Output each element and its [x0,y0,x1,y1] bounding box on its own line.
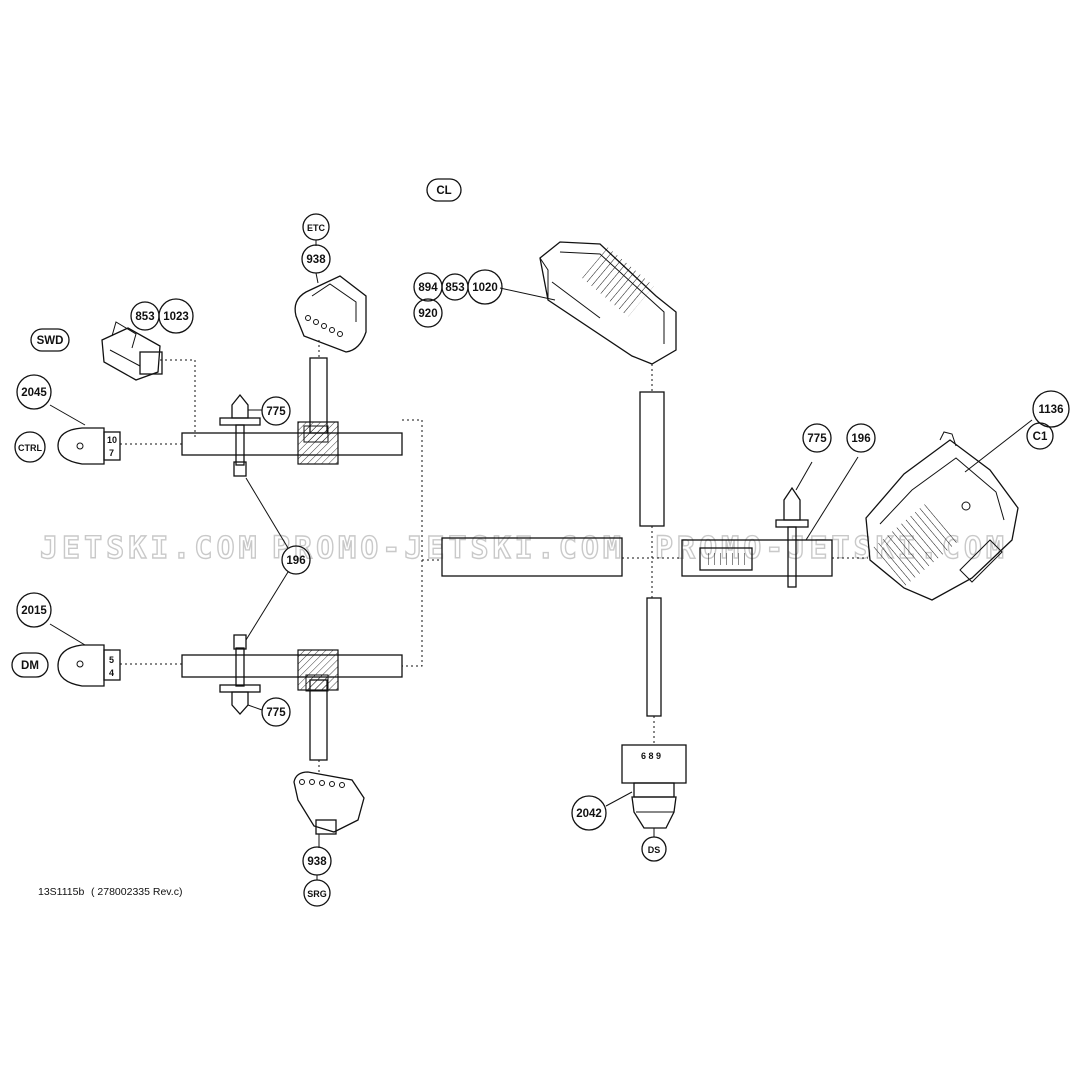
callout-ctrl: CTRL [18,443,42,453]
trunk-up-tube [639,391,665,527]
callout-775-bottom: 775 [266,707,286,719]
callout-1136: 1136 [1039,404,1064,416]
cable-tie-775-upper [219,393,262,477]
callout-2015: 2015 [21,605,47,617]
ds-pins: 6 8 9 [641,751,661,761]
callout-1023: 1023 [163,311,189,323]
barcode-label [699,547,753,571]
callout-swd: SWD [37,335,64,347]
callout-920: 920 [418,308,437,320]
callout-2042: 2042 [576,808,602,820]
watermark-mid: PROMO-JETSKI.COM [272,531,625,566]
callout-etc: ETC [307,223,326,233]
callout-853-left: 853 [135,311,154,323]
dm-connector: 5 4 [57,644,121,687]
srg-tube [309,679,328,761]
dm-pin-b: 4 [109,668,114,678]
watermark: JETSKI.COM PROMO-JETSKI.COM PROMO-JETSKI… [39,530,1004,566]
ctrl-pin-a: 10 [107,435,117,445]
callout-cl-oval [426,178,462,202]
callouts: CL ETC 938 SWD 853 1023 2045 CTRL 775 19… [11,178,1070,907]
callout-dm: DM [21,660,39,672]
ctrl-connector: 10 7 [57,427,121,465]
part-reference: ( 278002335 Rev.c) [91,886,182,898]
callout-938-bottom: 938 [307,856,327,868]
callout-c1: C1 [1033,431,1048,443]
c1-connector [865,431,1019,601]
callout-853-right: 853 [445,282,464,294]
callout-ds: DS [648,845,661,855]
trunk-down-tube [646,597,662,717]
main-harness: 6 8 9 [441,241,1033,829]
callout-775-top: 775 [266,406,286,418]
lower-branch-tube [181,654,403,678]
callout-1020: 1020 [472,282,498,294]
main-trunk-left [441,537,623,577]
left-harness: 10 7 5 4 [49,275,442,848]
callout-775-right: 775 [807,433,827,445]
callout-2045: 2045 [21,387,47,399]
swd-connector [101,321,163,381]
drawing-id: 13S1115b [38,886,84,898]
watermark-left: JETSKI.COM [40,531,261,566]
footer: 13S1115b ( 278002335 Rev.c) [38,886,182,898]
cl-connector [539,241,677,365]
upper-branch-tube [181,432,403,456]
dm-pin-a: 5 [109,655,114,665]
ctrl-pin-b: 7 [109,448,114,458]
callout-196-mid: 196 [286,555,305,567]
cable-tie-775-lower [219,634,263,715]
ds-connector: 6 8 9 [621,744,687,829]
callout-cl: CL [436,185,451,197]
callout-srg: SRG [307,889,327,899]
callout-894: 894 [418,282,438,294]
callout-196-right: 196 [851,433,870,445]
cable-tie-775-right [775,461,813,588]
callout-938-top: 938 [306,254,326,266]
etc-connector [294,275,367,353]
srg-connector [293,771,365,835]
